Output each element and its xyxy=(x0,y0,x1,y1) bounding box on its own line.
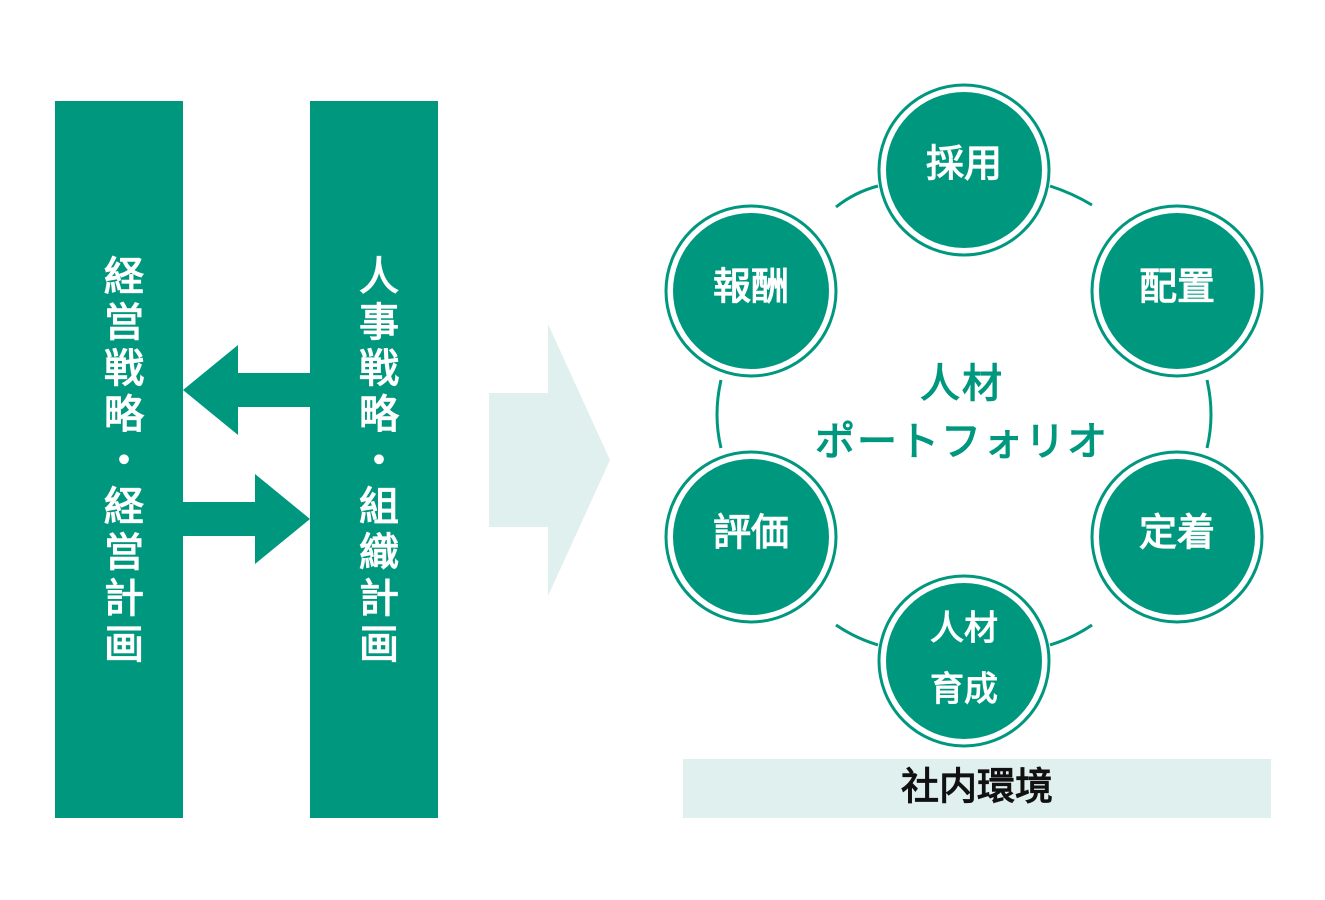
node-development-label-line2: 育成 xyxy=(930,670,998,710)
portfolio-center-line2: ポートフォリオ xyxy=(815,419,1109,465)
ring-arc-bottom-right xyxy=(1049,623,1093,647)
node-retention: 定着 xyxy=(1090,450,1264,624)
node-compensation-label: 報酬 xyxy=(713,265,789,309)
left-arrow xyxy=(183,345,310,435)
node-hiring-label: 採用 xyxy=(926,142,1002,186)
ring-arc-left xyxy=(715,379,723,449)
transition-arrow xyxy=(489,324,610,596)
portfolio-ring xyxy=(715,184,1213,647)
hr-strategy-label: 人事戦略・組織計画 xyxy=(352,255,399,669)
node-retention-label: 定着 xyxy=(1139,511,1215,555)
hr-strategy-column xyxy=(310,101,438,818)
node-placement-label: 配置 xyxy=(1139,265,1215,309)
ring-arc-bottom-left xyxy=(835,623,879,647)
node-hiring: 採用 xyxy=(877,83,1051,257)
node-evaluation-label: 評価 xyxy=(713,511,789,555)
right-arrow xyxy=(183,474,310,564)
business-strategy-column xyxy=(55,101,183,818)
environment-bar xyxy=(683,759,1271,818)
ring-arc-right xyxy=(1205,379,1213,449)
node-evaluation: 評価 xyxy=(664,450,838,624)
node-development-label-line1: 人材 xyxy=(930,609,998,649)
portfolio-center-line1: 人材 xyxy=(920,361,1004,407)
ring-arc-top-left xyxy=(835,184,879,209)
node-development: 人材 育成 xyxy=(877,574,1051,748)
ring-arc-top-right xyxy=(1049,184,1093,207)
environment-label: 社内環境 xyxy=(901,765,1053,809)
business-strategy-label: 経営戦略・経営計画 xyxy=(97,255,144,669)
node-placement: 配置 xyxy=(1090,204,1264,378)
node-compensation: 報酬 xyxy=(664,204,838,378)
